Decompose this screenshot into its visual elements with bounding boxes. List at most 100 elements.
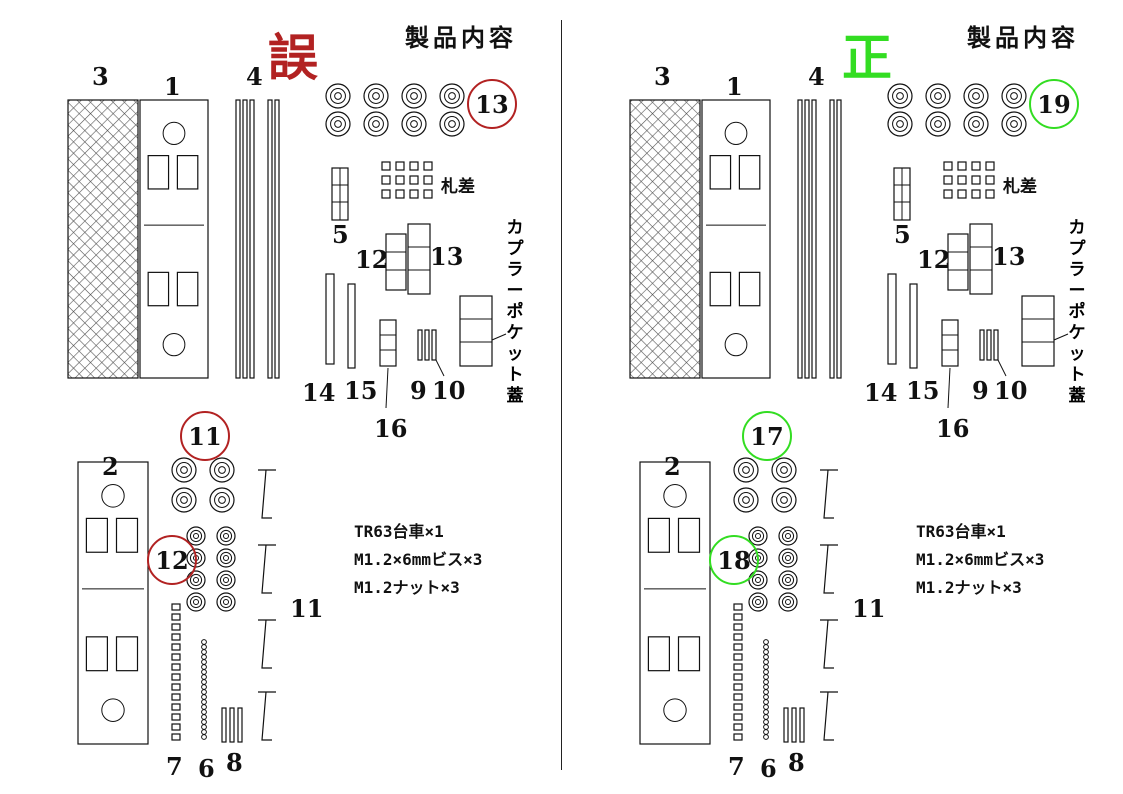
part-9-10-pin-2 (993, 329, 999, 361)
part-16-block (379, 319, 397, 367)
fuda-chip-1-0 (381, 175, 391, 185)
part-3-panel (629, 99, 701, 379)
part-7-link-11 (171, 713, 181, 721)
wheel-top-3-inner (444, 88, 460, 104)
wheel-large-3 (209, 487, 235, 513)
part-6-bead-10 (201, 689, 207, 695)
disc-small-3-1 (778, 592, 798, 612)
part-label-11: 11 (852, 594, 886, 623)
coupler-leader (491, 333, 507, 341)
wheel-top-3-hub (448, 92, 456, 100)
wheel-top-6 (963, 111, 989, 137)
fuda-chip-0-1 (395, 161, 405, 171)
fuda-chip-1-0 (943, 175, 953, 185)
part-8-pin-1 (229, 707, 235, 743)
part-6-bead-8 (201, 679, 207, 685)
wheel-large-2-inner (176, 492, 192, 508)
part-label-13: 13 (992, 242, 1026, 271)
wheel-top-6-hub (972, 120, 980, 128)
contents-title: 製品内容 (967, 23, 1079, 52)
part-6-bead-14 (201, 709, 207, 715)
fuda-chip-1-2 (971, 175, 981, 185)
contents-title: 製品内容 (405, 23, 517, 52)
part-7-link-13 (733, 733, 743, 741)
part-6-bead-17 (763, 724, 769, 730)
part-6-bead-2 (763, 649, 769, 655)
part-8-pin-1 (791, 707, 797, 743)
wheel-top-5-hub (372, 120, 380, 128)
part-6-bead-7 (201, 674, 207, 680)
disc-small-2-0-hub (754, 576, 762, 584)
part-4-rail-4 (274, 99, 280, 379)
part-1-frame (139, 99, 209, 379)
brake-shoe-0 (258, 469, 276, 519)
part-label-8: 8 (788, 748, 805, 777)
part-label-14: 14 (864, 378, 898, 407)
part-label-15: 15 (906, 376, 940, 405)
disc-small-0-1 (778, 526, 798, 546)
part-7-link-6 (171, 663, 181, 671)
wheel-large-1-hub (218, 466, 226, 474)
part-2-frame-cutout-0 (85, 517, 109, 553)
part-10-leader (997, 359, 1007, 377)
part-label-9: 9 (410, 376, 427, 405)
fuda-chip-2-0 (381, 189, 391, 199)
part-6-bead-18 (763, 729, 769, 735)
part-label-5: 5 (894, 220, 911, 249)
spec-line-2: M1.2×6mmビス×3 (916, 550, 1045, 569)
coupler-pocket-cover-label: カプラーポケット蓋 (506, 218, 524, 406)
part-label-7: 7 (728, 752, 745, 781)
fuda-chip-2-3 (423, 189, 433, 199)
wheel-top-0-hub (334, 92, 342, 100)
verdict-correct: 正 (842, 28, 892, 87)
fuda-chip-2-2 (971, 189, 981, 199)
disc-small-1-1 (216, 548, 236, 568)
disc-small-0-0 (748, 526, 768, 546)
coupler-leader (1053, 333, 1069, 341)
spec-line-3: M1.2ナット×3 (354, 578, 460, 597)
part-7-link-13 (171, 733, 181, 741)
part-7-link-9 (171, 693, 181, 701)
part-7-link-8 (171, 683, 181, 691)
part-label-9: 9 (972, 376, 989, 405)
brake-shoe-3 (258, 691, 276, 741)
disc-small-0-1 (216, 526, 236, 546)
fuda-chip-0-0 (943, 161, 953, 171)
panel-correct: 正 製品内容 3 1 4 5 12 13 14 15 9 10 16 2 11 … (562, 0, 1123, 794)
wheel-large-0-inner (738, 462, 754, 478)
part-label-12: 12 (917, 245, 951, 274)
wheel-large-3-inner (776, 492, 792, 508)
wheel-large-0 (171, 457, 197, 483)
part-7-link-2 (733, 623, 743, 631)
wheel-large-1-inner (776, 462, 792, 478)
fuda-chip-2-0 (943, 189, 953, 199)
part-9-10-pin-0 (417, 329, 423, 361)
wheel-large-3-hub (218, 496, 226, 504)
part-6-bead-11 (201, 694, 207, 700)
part-label-4: 4 (808, 62, 825, 91)
wheel-top-2-inner (968, 88, 984, 104)
wheel-top-7-hub (1010, 120, 1018, 128)
fuda-label: 札差 (441, 177, 475, 197)
part-2-frame-boss-bottom (663, 698, 687, 722)
part-7-link-7 (733, 673, 743, 681)
fuda-chip-0-3 (985, 161, 995, 171)
part-4-rail-1 (804, 99, 810, 379)
part-6-bead-16 (763, 719, 769, 725)
part-16-block (941, 319, 959, 367)
disc-small-2-1-inner (781, 573, 795, 587)
coupler-pocket-cover-label: カプラーポケット蓋 (1068, 218, 1086, 406)
part-label-1: 1 (726, 72, 743, 101)
wheel-top-4-inner (330, 116, 346, 132)
disc-small-0-0-hub (192, 532, 200, 540)
disc-small-3-0-hub (192, 598, 200, 606)
part-6-bead-13 (763, 704, 769, 710)
disc-small-3-1-inner (219, 595, 233, 609)
part-2-frame-cutout-1 (115, 517, 139, 553)
circle-callout-low: 18 (709, 535, 759, 585)
part-2-frame-cutout-2 (647, 636, 671, 672)
part-6-bead-13 (201, 704, 207, 710)
part-6-bead-1 (201, 644, 207, 650)
part-label-10: 10 (432, 376, 466, 405)
wheel-top-1 (925, 83, 951, 109)
